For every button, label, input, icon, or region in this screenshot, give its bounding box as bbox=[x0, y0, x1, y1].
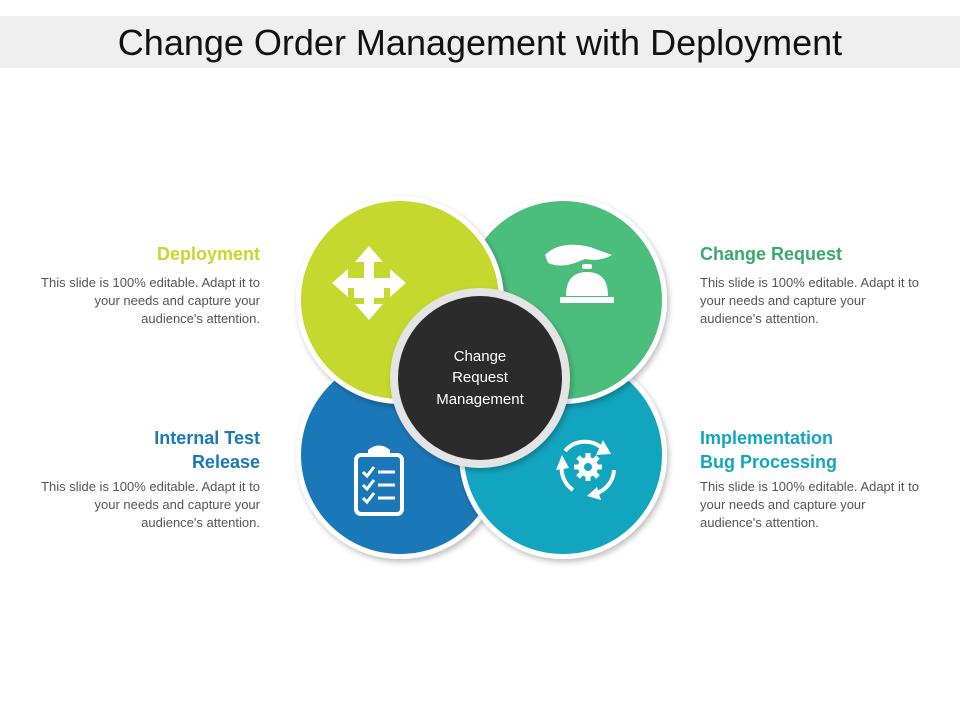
internal-test-description: This slide is 100% editable. Adapt it to… bbox=[41, 479, 260, 530]
center-hub: Change Request Management bbox=[390, 288, 570, 468]
implementation-description: This slide is 100% editable. Adapt it to… bbox=[700, 479, 919, 530]
internal-test-heading-line-2: Release bbox=[191, 452, 260, 472]
change-request-heading: Change Request bbox=[700, 244, 843, 264]
gear-cycle-icon bbox=[556, 439, 616, 500]
center-label-line-3: Management bbox=[436, 391, 524, 408]
center-label-line-1: Change bbox=[454, 348, 507, 365]
move-arrows-icon bbox=[332, 246, 406, 320]
internal-test-block: Internal Test Release This slide is 100%… bbox=[40, 426, 260, 532]
implementation-heading-line-2: Bug Processing bbox=[700, 452, 838, 472]
page-title: Change Order Management with Deployment bbox=[117, 22, 843, 63]
implementation-heading-line-1: Implementation bbox=[700, 428, 834, 448]
clipboard-checklist-icon bbox=[354, 445, 404, 516]
title-bar bbox=[0, 16, 960, 68]
deployment-description: This slide is 100% editable. Adapt it to… bbox=[41, 275, 260, 326]
service-bell-icon bbox=[545, 244, 614, 303]
change-request-block: Change Request This slide is 100% editab… bbox=[700, 242, 920, 328]
internal-test-heading-line-1: Internal Test bbox=[154, 428, 260, 448]
deployment-heading: Deployment bbox=[156, 244, 260, 264]
implementation-block: Implementation Bug Processing This slide… bbox=[700, 426, 920, 532]
deployment-block: Deployment This slide is 100% editable. … bbox=[40, 242, 260, 328]
change-request-description: This slide is 100% editable. Adapt it to… bbox=[700, 275, 919, 326]
center-label-line-2: Request bbox=[452, 369, 509, 386]
